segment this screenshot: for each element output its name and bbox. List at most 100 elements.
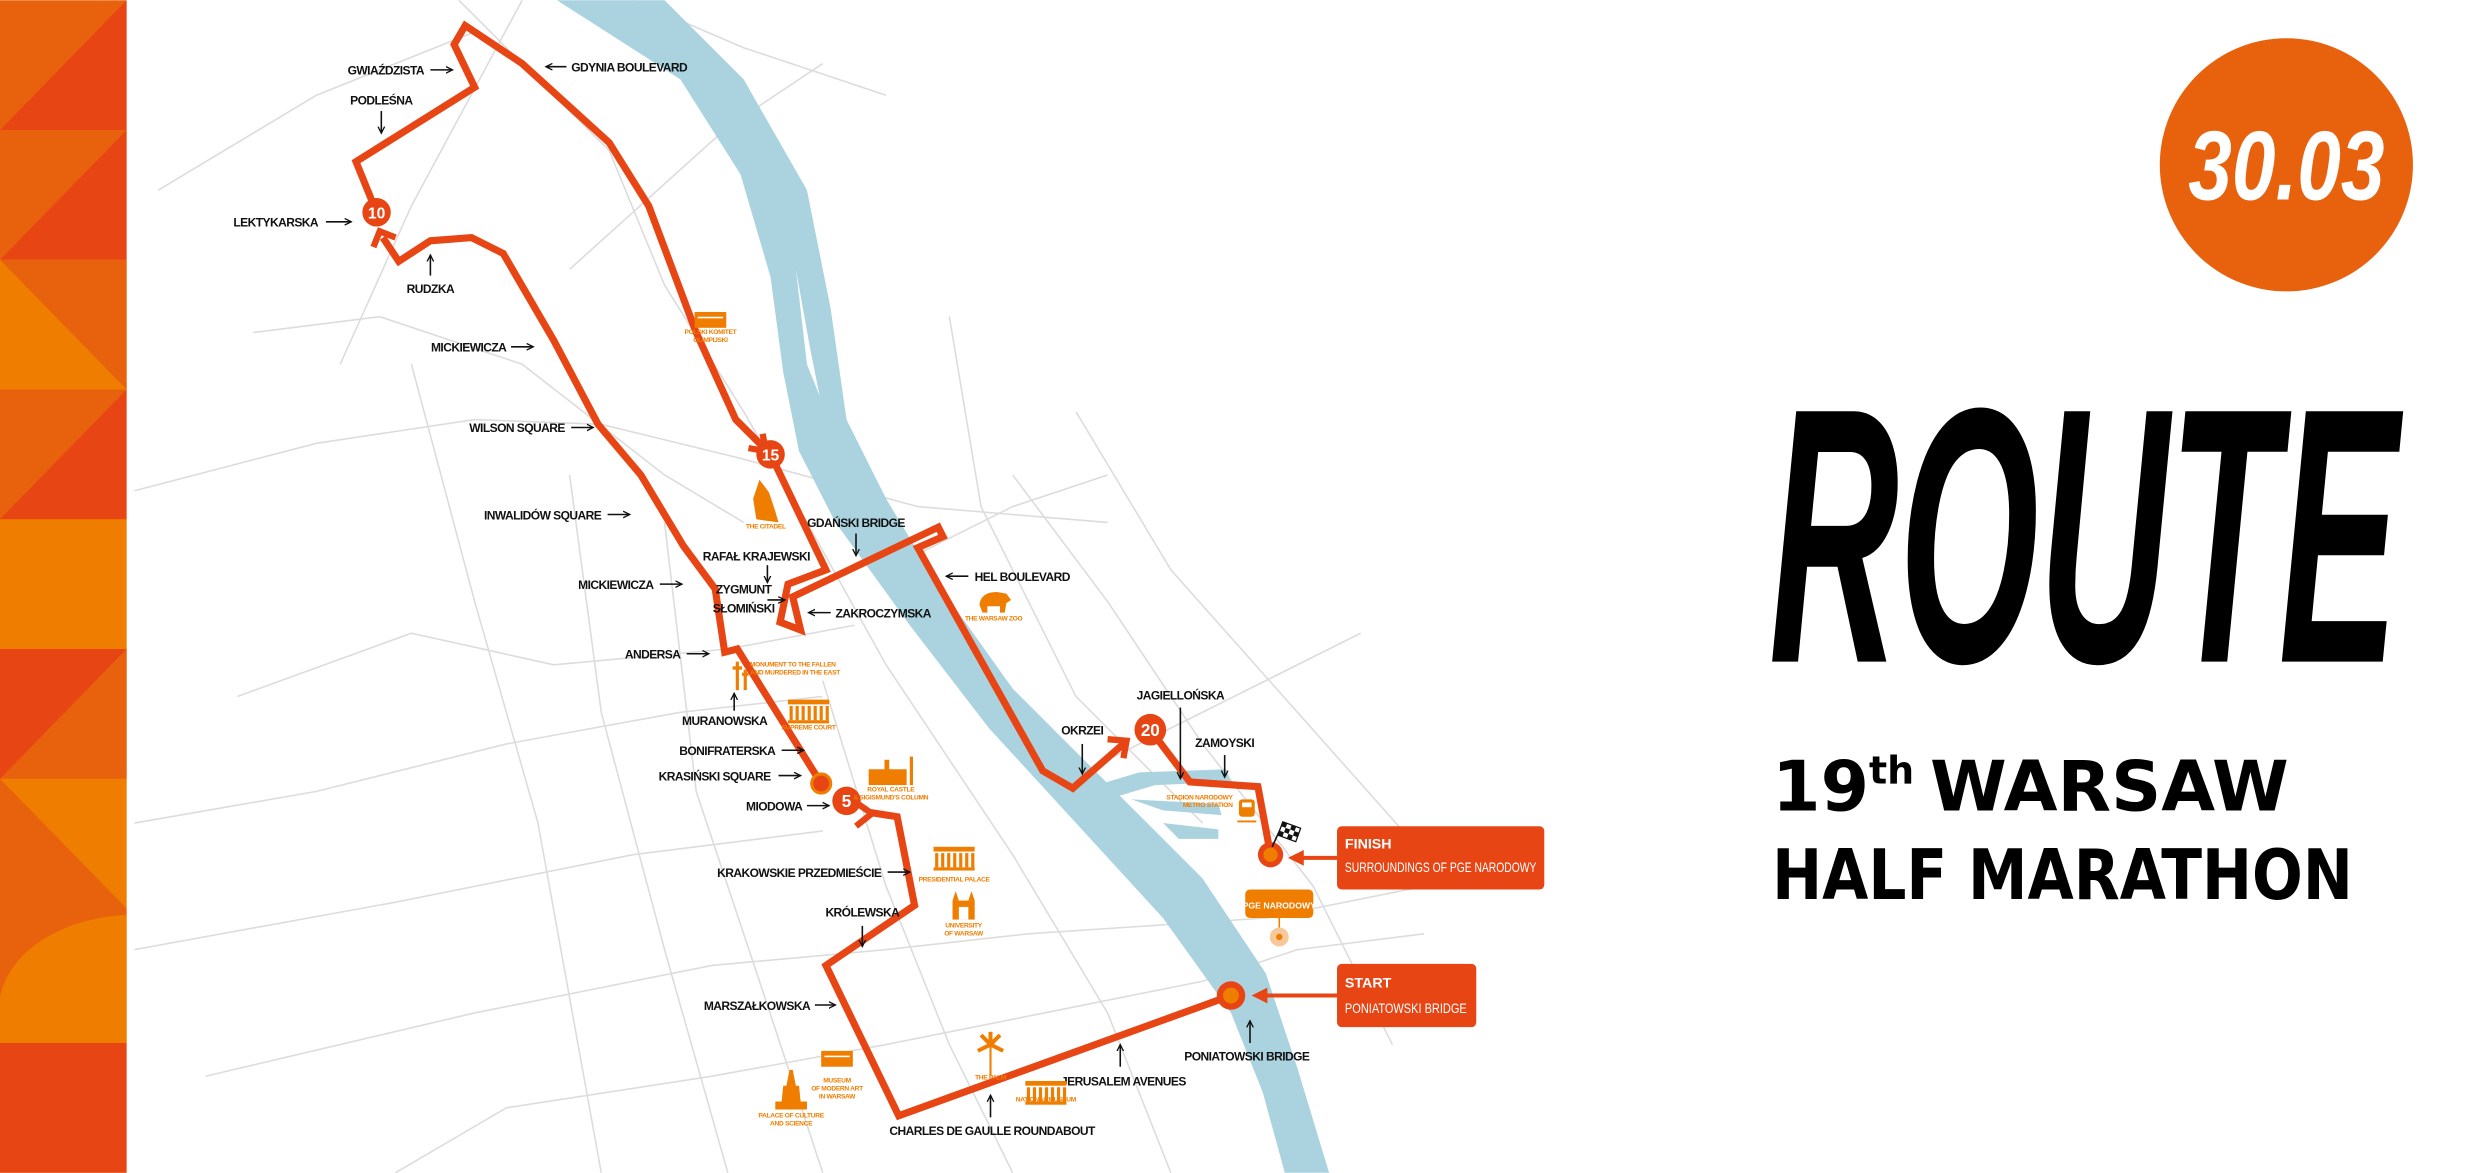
street-name: ZAMOYSKI <box>1195 736 1254 750</box>
street-name: KRÓLEWSKA <box>825 904 900 919</box>
landmark-name: METRO STATION <box>1183 802 1233 809</box>
landmark: THE CITADEL <box>746 479 786 531</box>
street-name: MIODOWA <box>746 799 803 813</box>
street-name: KRASIŃSKI SQUARE <box>659 768 772 783</box>
pge-narodowy-marker: PGE NARODOWY <box>1243 889 1317 947</box>
street-name: RAFAŁ KRAJEWSKI <box>703 549 810 563</box>
landmark-name: AND SCIENCE <box>770 1120 813 1127</box>
finish-title: FINISH <box>1345 836 1392 852</box>
street-label: MICKIEWICZA <box>431 341 533 355</box>
finish-callout: FINISH SURROUNDINGS OF PGE NARODOWY <box>1337 826 1545 890</box>
street-label: GWIAŹDZISTA <box>348 63 453 78</box>
palace-of-culture-icon <box>775 1069 807 1110</box>
royal-castle-icon <box>868 756 913 786</box>
svg-text:5: 5 <box>842 791 852 811</box>
landmark-name: IN WARSAW <box>819 1093 856 1100</box>
svg-text:20: 20 <box>1141 720 1160 740</box>
street-name: OKRZEI <box>1061 723 1103 737</box>
landmark-name: STADION NARODOWY <box>1166 794 1233 801</box>
km-marker-10: 10 <box>362 198 391 227</box>
national-museum-icon <box>1025 1080 1067 1105</box>
km-marker-15: 15 <box>756 440 785 469</box>
university-icon <box>952 891 975 920</box>
street-label: WILSON SQUARE <box>469 421 593 435</box>
street-name: JERUSALEM AVENUES <box>1061 1075 1186 1089</box>
street-name: GDYNIA BOULEVARD <box>571 60 688 74</box>
vistula-river <box>556 0 1330 1173</box>
cross-monument-icon <box>732 661 749 691</box>
citadel-icon <box>753 479 779 523</box>
street-label: ANDERSA <box>625 647 709 661</box>
street-label: CHARLES DE GAULLE ROUNDABOUT <box>889 1095 1097 1138</box>
landmark-name: MUSEUM <box>823 1078 851 1085</box>
street-name: PONIATOWSKI BRIDGE <box>1184 1049 1310 1063</box>
street-name: ZYGMUNT <box>716 583 773 597</box>
svg-text:10: 10 <box>368 206 386 223</box>
finish-place: SURROUNDINGS OF PGE NARODOWY <box>1345 860 1537 876</box>
street-label: SŁOMIŃSKI <box>713 601 776 616</box>
event-date: 30.03 <box>2188 111 2384 221</box>
street-name: INWALIDÓW SQUARE <box>484 507 602 522</box>
street-name: GDAŃSKI BRIDGE <box>807 515 905 530</box>
bear-icon <box>979 592 1012 613</box>
km-marker-20: 20 <box>1134 713 1167 746</box>
street-label: PODLEŚNA <box>350 93 414 133</box>
street-label: KRASIŃSKI SQUARE <box>659 768 801 783</box>
landmark-name: AND MURDERED IN THE EAST <box>750 669 840 676</box>
landmark-name: ROYAL CASTLE <box>867 786 915 793</box>
street-name: KRAKOWSKIE PRZEDMIEŚCIE <box>717 865 882 880</box>
street-name: RUDZKA <box>407 282 455 296</box>
street-name: JAGIELLOŃSKA <box>1137 688 1225 703</box>
landmark-name: OLIMPIJSKI <box>693 337 728 344</box>
landmark-name: MONUMENT TO THE FALLEN <box>750 661 836 668</box>
landmark: NATIONAL MUSEUM <box>1016 1080 1077 1105</box>
landmark-name: & SIGISMUND'S COLUMN <box>853 794 928 801</box>
street-label: INWALIDÓW SQUARE <box>484 507 630 522</box>
landmark-name: OF MODERN ART <box>811 1085 863 1092</box>
street-name: MICKIEWICZA <box>578 578 654 592</box>
landmark-name: OF WARSAW <box>944 930 984 937</box>
street-label: PONIATOWSKI BRIDGE <box>1184 1021 1310 1063</box>
street-label: RUDZKA <box>407 255 456 296</box>
street-name: GWIAŹDZISTA <box>348 63 425 78</box>
landmark-name: THE CITADEL <box>746 524 786 531</box>
street-labels: GWIAŹDZISTA GDYNIA BOULEVARD PODLEŚNA LEKTY… <box>233 60 1310 1137</box>
street-label: ZYGMUNT <box>716 583 785 600</box>
street-label: LEKTYKARSKA <box>233 216 351 230</box>
landmark: SUPREME COURT <box>782 699 836 732</box>
street-label: BONIFRATERSKA <box>679 744 804 758</box>
page-title: ROUTE <box>1769 334 2405 740</box>
supreme-court-icon <box>787 699 830 724</box>
km-marker-5: 5 <box>810 772 861 816</box>
street-name: MURANOWSKA <box>682 714 768 728</box>
street-name: MICKIEWICZA <box>431 341 507 355</box>
landmark-name: UNIVERSITY <box>945 922 982 929</box>
decorative-stripe <box>0 0 127 1173</box>
street-name: HEL BOULEVARD <box>975 570 1071 584</box>
start-title: START <box>1345 976 1392 992</box>
svg-text:PGE NARODOWY: PGE NARODOWY <box>1243 900 1317 910</box>
landmark-name: SUPREME COURT <box>782 725 836 732</box>
landmark-name: POLSKI KOMITET <box>684 329 736 336</box>
subtitle-line-2: HALF MARATHON <box>1772 835 2353 916</box>
landmark: ROYAL CASTLE& SIGISMUND'S COLUMN <box>853 756 929 801</box>
landmark-name: PRESIDENTIAL PALACE <box>919 877 991 884</box>
street-name: SŁOMIŃSKI <box>713 601 775 616</box>
landmark: PRESIDENTIAL PALACE <box>919 846 991 884</box>
street-name: MARSZAŁKOWSKA <box>704 999 811 1013</box>
street-label: KRAKOWSKIE PRZEDMIEŚCIE <box>717 865 910 880</box>
landmark-name: PALACE OF CULTURE <box>758 1112 824 1119</box>
street-name: ZAKROCZYMSKA <box>835 606 931 620</box>
finish-point <box>1257 820 1338 868</box>
street-name: BONIFRATERSKA <box>679 744 776 758</box>
start-place: PONIATOWSKI BRIDGE <box>1345 1001 1467 1017</box>
street-label: MURANOWSKA <box>682 693 769 728</box>
landmark-name: NATIONAL MUSEUM <box>1016 1097 1077 1104</box>
landmark-name: THE PALM <box>975 1074 1007 1081</box>
